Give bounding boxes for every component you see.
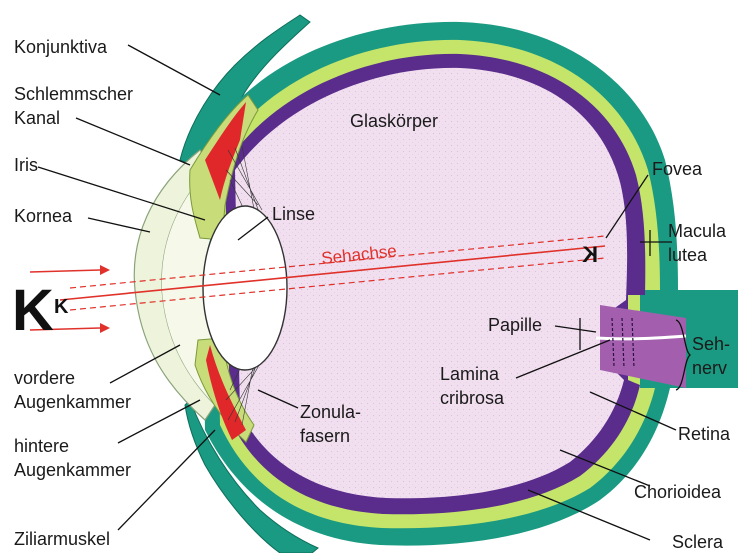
label-lamina-1: Lamina <box>440 364 500 384</box>
label-konjunktiva: Konjunktiva <box>14 37 108 57</box>
object-letter-large: K <box>12 278 54 343</box>
label-linse: Linse <box>272 204 315 224</box>
label-sehnerv-1: Seh- <box>692 334 730 354</box>
label-schlemm-1: Schlemmscher <box>14 84 133 104</box>
label-ziliarmuskel: Ziliarmuskel <box>14 529 110 549</box>
label-vordere-2: Augenkammer <box>14 392 131 412</box>
object-letter-small: K <box>54 296 69 318</box>
label-macula-2: lutea <box>668 245 708 265</box>
label-zonula-2: fasern <box>300 426 350 446</box>
label-glaskoerper: Glaskörper <box>350 111 438 131</box>
label-kornea: Kornea <box>14 206 73 226</box>
label-iris: Iris <box>14 155 38 175</box>
label-sehnerv-2: nerv <box>692 358 727 378</box>
lens <box>203 206 287 370</box>
label-sclera: Sclera <box>672 532 724 552</box>
label-macula-1: Macula <box>668 221 727 241</box>
label-fovea: Fovea <box>652 159 703 179</box>
label-vordere-1: vordere <box>14 368 75 388</box>
label-zonula-1: Zonula- <box>300 402 361 422</box>
vitreous-body <box>235 68 627 498</box>
label-chorioidea: Chorioidea <box>634 482 722 502</box>
label-retina: Retina <box>678 424 731 444</box>
label-schlemm-2: Kanal <box>14 108 60 128</box>
fovea-image-letter: K <box>582 242 598 267</box>
label-hintere-1: hintere <box>14 436 69 456</box>
label-lamina-2: cribrosa <box>440 388 505 408</box>
label-papille: Papille <box>488 315 542 335</box>
label-hintere-2: Augenkammer <box>14 460 131 480</box>
